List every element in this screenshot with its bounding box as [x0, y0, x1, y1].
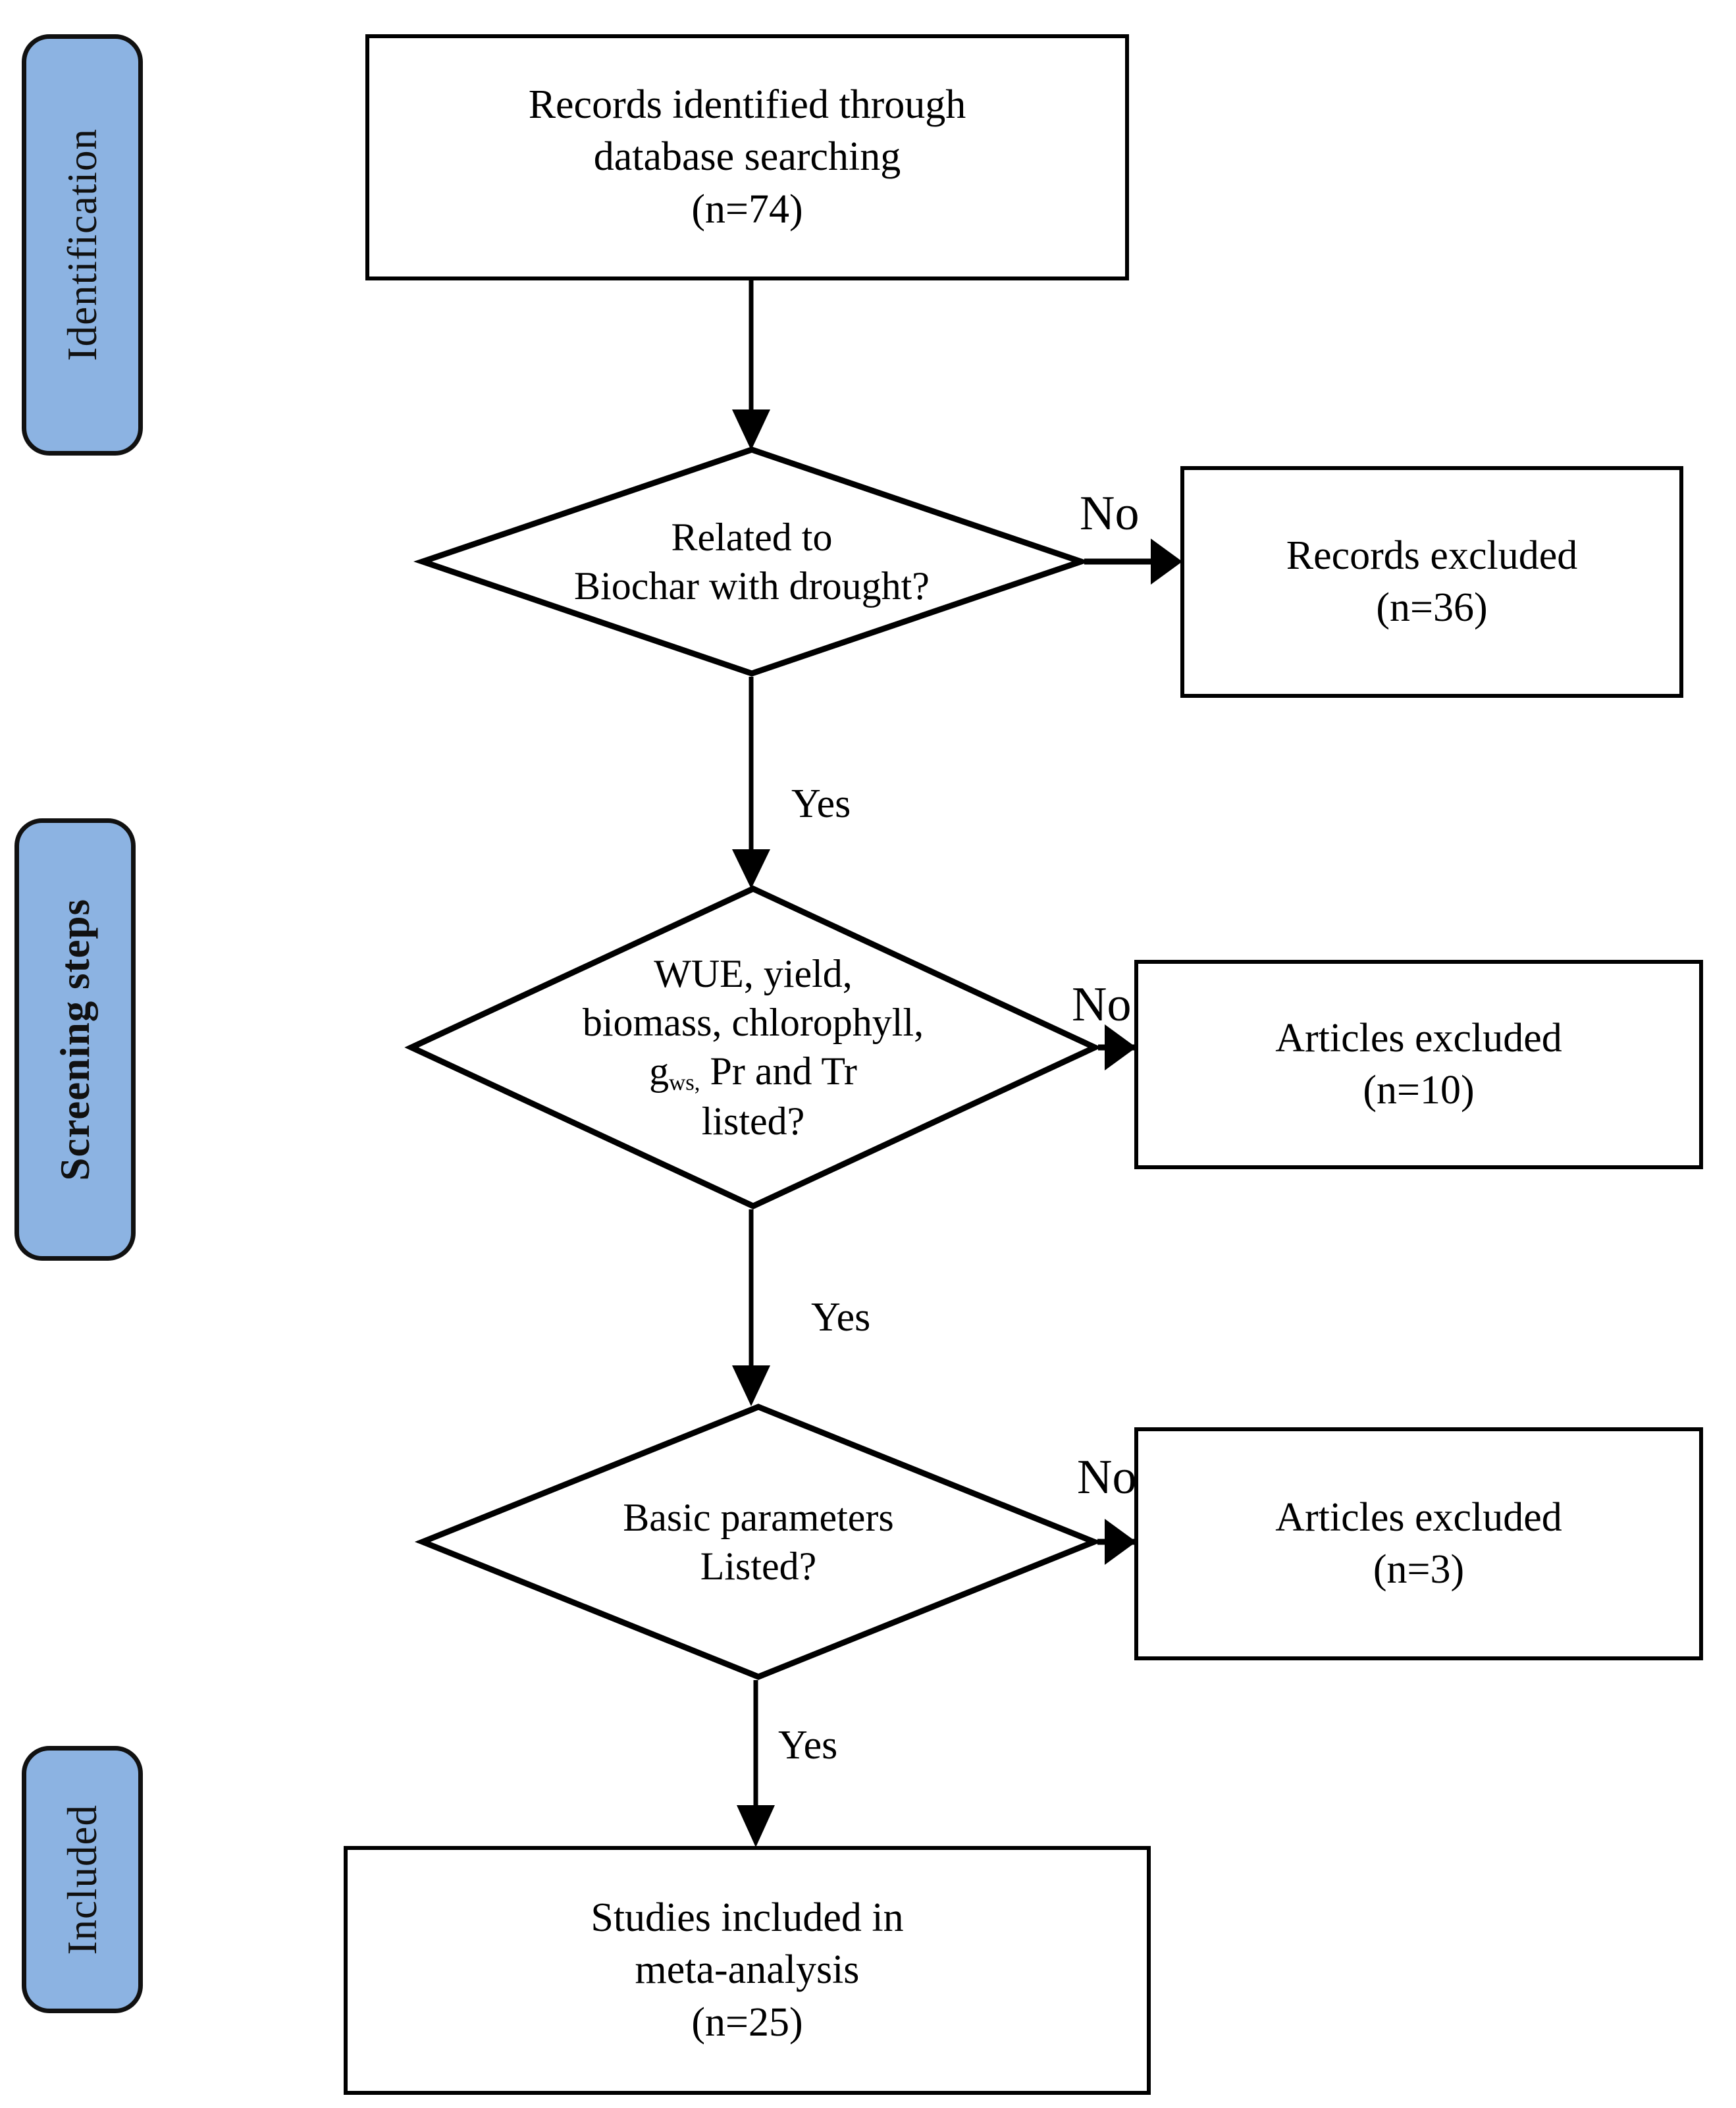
node-records-identified-line1: Records identified through — [528, 82, 966, 127]
decision-2-shape — [404, 885, 1102, 1209]
node-records-identified-count: (n=74) — [691, 186, 803, 232]
node-studies-included-line1: Studies included in — [591, 1895, 904, 1940]
decision-outcome-variables-listed: WUE, yield, biomass, chlorophyll, gws, P… — [404, 885, 1102, 1209]
node-studies-included-line2: meta-analysis — [635, 1947, 860, 1993]
node-articles-excluded-screening-3-line1: Articles excluded — [1275, 1494, 1562, 1540]
stage-label-included: Included — [22, 1746, 143, 2013]
stage-label-screening-steps: Screening steps — [14, 818, 136, 1261]
stage-label-identification-text: Identification — [59, 128, 105, 361]
edge-label-yes-2: Yes — [811, 1295, 871, 1340]
decision-3-shape — [414, 1404, 1103, 1680]
stage-label-identification: Identification — [22, 34, 143, 456]
node-records-excluded: Records excluded (n=36) — [1180, 466, 1683, 698]
edge-label-yes-1: Yes — [791, 781, 851, 826]
node-articles-excluded-screening-2-line1: Articles excluded — [1275, 1015, 1562, 1061]
node-studies-included-in-meta-analysis: Studies included in meta-analysis (n=25) — [344, 1846, 1151, 2095]
node-records-identified-line2: database searching — [593, 134, 901, 180]
stage-label-included-text: Included — [59, 1804, 105, 1955]
edge-decision1-yes-to-decision2 — [732, 677, 770, 889]
edge-label-no-3: No — [1077, 1450, 1137, 1504]
edge-decision2-yes-to-decision3 — [732, 1209, 770, 1406]
node-records-identified: Records identified through database sear… — [365, 34, 1129, 280]
node-articles-excluded-screening-3-count: (n=3) — [1373, 1547, 1465, 1592]
node-articles-excluded-screening-2: Articles excluded (n=10) — [1134, 960, 1703, 1169]
node-studies-included-count: (n=25) — [691, 1999, 803, 2045]
decision-related-to-biochar-with-drought: Related to Biochar with drought? — [413, 446, 1090, 677]
node-records-excluded-line1: Records excluded — [1286, 533, 1578, 578]
stage-label-screening-steps-text: Screening steps — [51, 898, 98, 1181]
node-articles-excluded-screening-3: Articles excluded (n=3) — [1134, 1427, 1703, 1660]
edge-decision3-yes-to-included — [737, 1680, 775, 1847]
edge-identified-to-decision1 — [732, 280, 770, 450]
edge-label-no-2: No — [1072, 978, 1132, 1032]
edge-label-no-1: No — [1080, 487, 1140, 540]
node-records-excluded-count: (n=36) — [1376, 585, 1488, 630]
node-articles-excluded-screening-2-count: (n=10) — [1363, 1068, 1475, 1113]
edge-decision3-no-to-excluded3 — [1097, 1519, 1139, 1565]
decision-1-shape — [413, 446, 1090, 677]
edge-decision1-no-to-excluded1 — [1084, 539, 1182, 585]
edge-label-yes-3: Yes — [778, 1723, 838, 1768]
decision-basic-parameters-listed: Basic parameters Listed? — [414, 1404, 1103, 1680]
